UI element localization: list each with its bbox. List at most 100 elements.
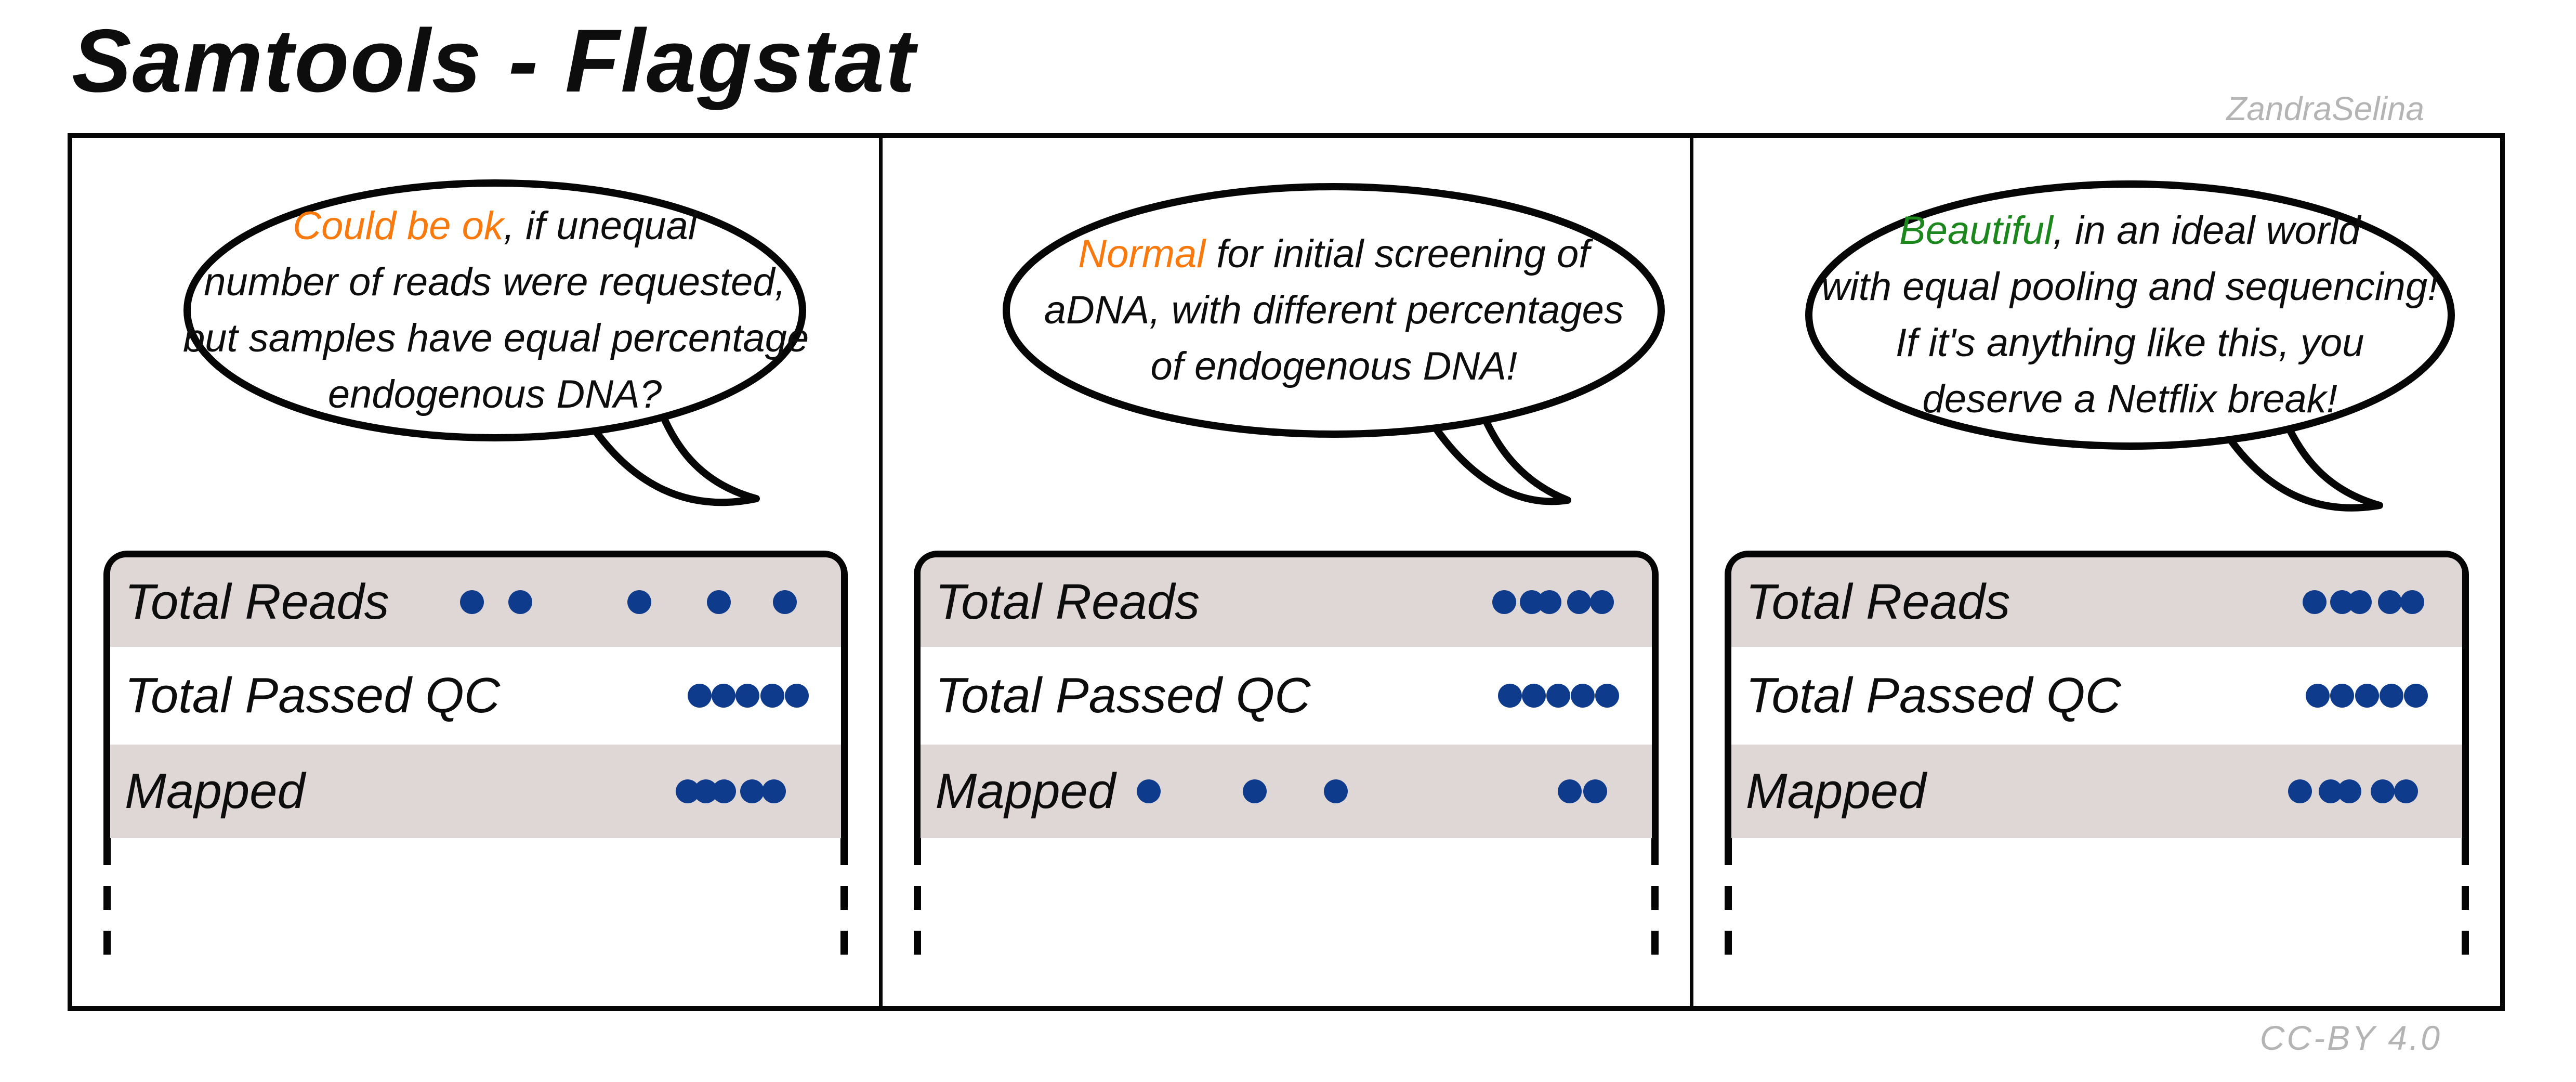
table-row: Mapped: [110, 745, 842, 838]
bubble-line: of endogenous DNA!: [996, 338, 1672, 395]
bubble-segment: , if unequal: [503, 204, 697, 248]
read-dot: [2370, 779, 2395, 803]
bubble-segment: for initial screening of: [1205, 232, 1590, 276]
read-dot: [1571, 684, 1595, 708]
table-row: Total Passed QC: [1731, 647, 2462, 745]
bubble-line: Beautiful, in an ideal world: [1797, 203, 2463, 259]
author-credit: ZandraSelina: [2226, 90, 2424, 127]
read-dot: [1522, 684, 1546, 708]
bubble-line: but samples have equal percentage: [183, 310, 809, 367]
row-label: Total Passed QC: [125, 668, 501, 723]
bubble-line: If it's anything like this, you: [1797, 315, 2463, 371]
table-continuation-dashes-left: [914, 838, 922, 955]
row-label: Mapped: [935, 763, 1116, 819]
read-dot: [2394, 779, 2418, 803]
read-dot: [2348, 590, 2372, 614]
bubble-segment: with equal pooling and sequencing!: [1821, 265, 2439, 309]
table-continuation-dashes-left: [1724, 838, 1732, 955]
table-row: Total Passed QC: [110, 647, 841, 745]
row-label: Mapped: [125, 763, 305, 819]
table-continuation-dashes-right: [1651, 838, 1659, 955]
table-continuation-dashes-right: [2461, 838, 2469, 955]
read-dot: [2330, 684, 2355, 708]
speech-bubble-text: Beautiful, in an ideal world with equal p…: [1797, 203, 2463, 427]
row-label: Total Reads: [1745, 574, 2010, 630]
read-dot: [2355, 684, 2380, 708]
read-dot: [1558, 779, 1582, 803]
license-label: CC-BY 4.0: [2259, 1019, 2442, 1057]
read-dot: [760, 684, 785, 708]
read-dot: [1324, 779, 1348, 803]
read-dot: [1492, 590, 1516, 614]
read-dot: [1590, 590, 1614, 614]
bubble-segment: number of reads were requested,: [204, 260, 786, 304]
bubble-segment: aDNA, with different percentages: [1044, 288, 1624, 332]
read-dot: [1537, 590, 1561, 614]
table-row: Total Passed QC: [921, 647, 1651, 745]
read-dot: [740, 779, 764, 803]
bubble-segment: deserve a Netflix break!: [1922, 377, 2337, 421]
read-dot: [1497, 684, 1522, 708]
speech-bubble-icon: [183, 179, 806, 506]
panel-normal: Normal for initial screening of aDNA, wit…: [879, 138, 1689, 1006]
bubble-line: with equal pooling and sequencing!: [1797, 259, 2463, 315]
read-dot: [712, 779, 737, 803]
bubble-line: number of reads were requested,: [183, 254, 807, 310]
read-dot: [1583, 779, 1608, 803]
table-row: Total Reads: [1731, 557, 2462, 647]
read-dot: [773, 590, 797, 614]
read-dot: [687, 684, 712, 708]
read-dot: [2305, 684, 2330, 708]
panel-beautiful: Beautiful, in an ideal world with equal p…: [1689, 138, 2500, 1006]
table-row: Total Reads: [921, 557, 1652, 647]
bubble-line: deserve a Netflix break!: [1797, 371, 2463, 427]
row-label: Total Reads: [125, 574, 389, 630]
bubble-segment: of endogenous DNA!: [1150, 344, 1518, 388]
read-dot: [784, 684, 809, 708]
speech-bubble-text: Could be ok, if unequal number of reads w…: [183, 198, 809, 423]
comic-frame: Could be ok, if unequal number of reads w…: [68, 133, 2505, 1011]
speech-bubble-text: Normal for initial screening of aDNA, wit…: [996, 226, 1672, 395]
table-row: Mapped: [1731, 745, 2462, 838]
table-continuation-dashes-left: [103, 838, 111, 955]
verdict-word: Beautiful: [1899, 208, 2053, 253]
read-dot: [1243, 779, 1267, 803]
row-label: Total Reads: [935, 574, 1200, 630]
table-row: Total Reads: [110, 557, 842, 647]
read-dot: [2377, 590, 2402, 614]
read-dot: [707, 590, 731, 614]
speech-bubble-icon: [1003, 183, 1665, 505]
read-dot: [2288, 779, 2312, 803]
table-continuation-dashes-right: [840, 838, 848, 955]
panel-could-be-ok: Could be ok, if unequal number of reads w…: [72, 138, 879, 1006]
verdict-word: Normal: [1078, 232, 1206, 276]
bubble-line: aDNA, with different percentages: [996, 282, 1672, 338]
read-dot: [735, 684, 760, 708]
read-dot: [2404, 684, 2428, 708]
table-row: Mapped: [921, 745, 1652, 838]
bubble-line: Normal for initial screening of: [996, 226, 1672, 282]
row-label: Total Passed QC: [1745, 668, 2121, 723]
bubble-line: Could be ok, if unequal: [183, 198, 807, 254]
read-dot: [1567, 590, 1592, 614]
page-title: Samtools - Flagstat: [72, 11, 916, 111]
bubble-line: endogenous DNA?: [183, 367, 807, 423]
speech-bubble-icon: [1805, 180, 2455, 512]
bubble-segment: , in an ideal world: [2053, 208, 2361, 253]
read-dot: [2302, 590, 2327, 614]
read-dot: [508, 590, 532, 614]
bubble-segment: If it's anything like this, you: [1895, 321, 2364, 365]
read-dot: [1137, 779, 1161, 803]
read-dot: [2400, 590, 2425, 614]
read-dot: [627, 590, 652, 614]
read-dot: [761, 779, 786, 803]
bubble-segment: endogenous DNA?: [327, 372, 662, 416]
read-dot: [2337, 779, 2362, 803]
read-dot: [711, 684, 735, 708]
read-dot: [1595, 684, 1619, 708]
read-dot: [460, 590, 484, 614]
row-label: Mapped: [1745, 763, 1926, 819]
